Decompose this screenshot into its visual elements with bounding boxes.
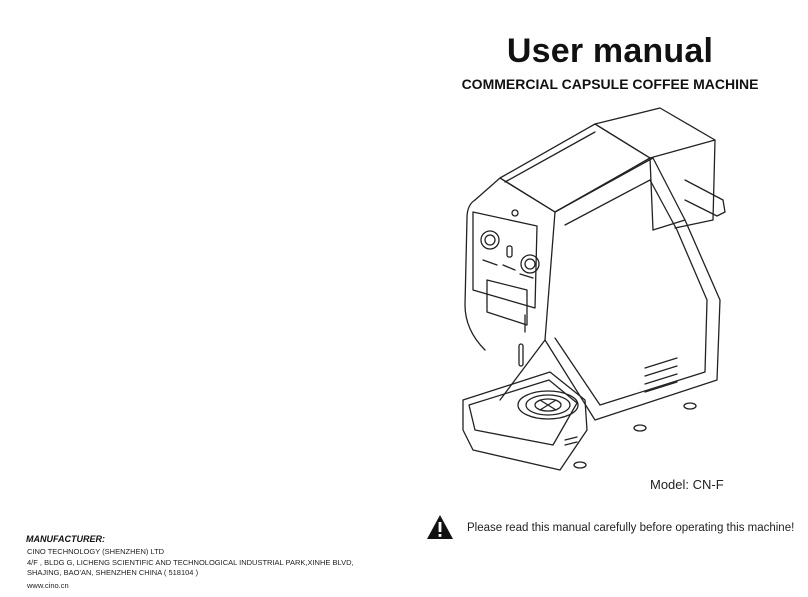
warning-text: Please read this manual carefully before… bbox=[467, 522, 795, 534]
page-subtitle: COMMERCIAL CAPSULE COFFEE MACHINE bbox=[461, 76, 759, 92]
model-label: Model: CN-F bbox=[650, 477, 724, 492]
coffee-machine-illustration bbox=[462, 107, 726, 471]
warning-notice: Please read this manual carefully before… bbox=[425, 513, 794, 541]
manufacturer-address-line2: SHAJING, BAO'AN, SHENZHEN CHINA ( 518104… bbox=[27, 568, 199, 577]
manufacturer-heading: MANUFACTURER: bbox=[26, 534, 105, 544]
manufacturer-company: CINO TECHNOLOGY (SHENZHEN) LTD bbox=[27, 547, 165, 556]
warning-triangle-icon bbox=[427, 515, 453, 539]
manufacturer-website: www.cino.cn bbox=[27, 581, 69, 590]
page-title: User manual bbox=[506, 32, 714, 70]
manufacturer-address-line1: 4/F , BLDG G, LICHENG SCIENTIFIC AND TEC… bbox=[27, 558, 354, 567]
